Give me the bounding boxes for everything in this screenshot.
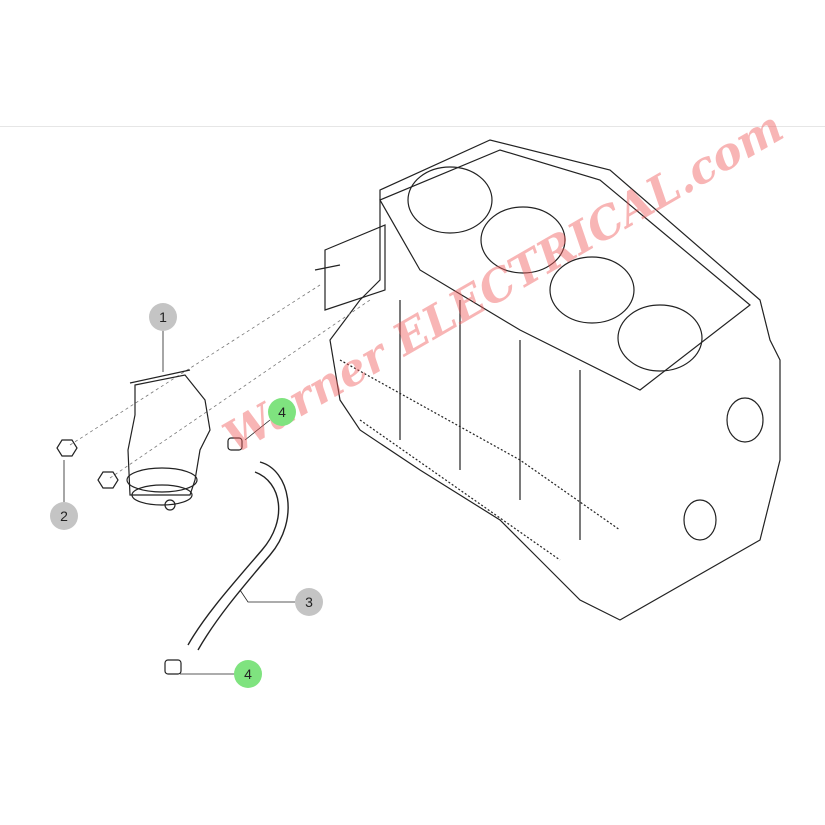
hose [187, 461, 289, 651]
leader-lines [63, 284, 371, 675]
callout-4-upper[interactable]: 4 [268, 398, 296, 426]
engine-block [314, 139, 781, 621]
header-divider [0, 126, 825, 127]
fuel-filter [126, 369, 211, 511]
callout-2[interactable]: 2 [50, 502, 78, 530]
nuts [56, 439, 119, 489]
callout-1[interactable]: 1 [149, 303, 177, 331]
callout-4-lower[interactable]: 4 [234, 660, 262, 688]
clamps [164, 437, 243, 675]
callout-3[interactable]: 3 [295, 588, 323, 616]
